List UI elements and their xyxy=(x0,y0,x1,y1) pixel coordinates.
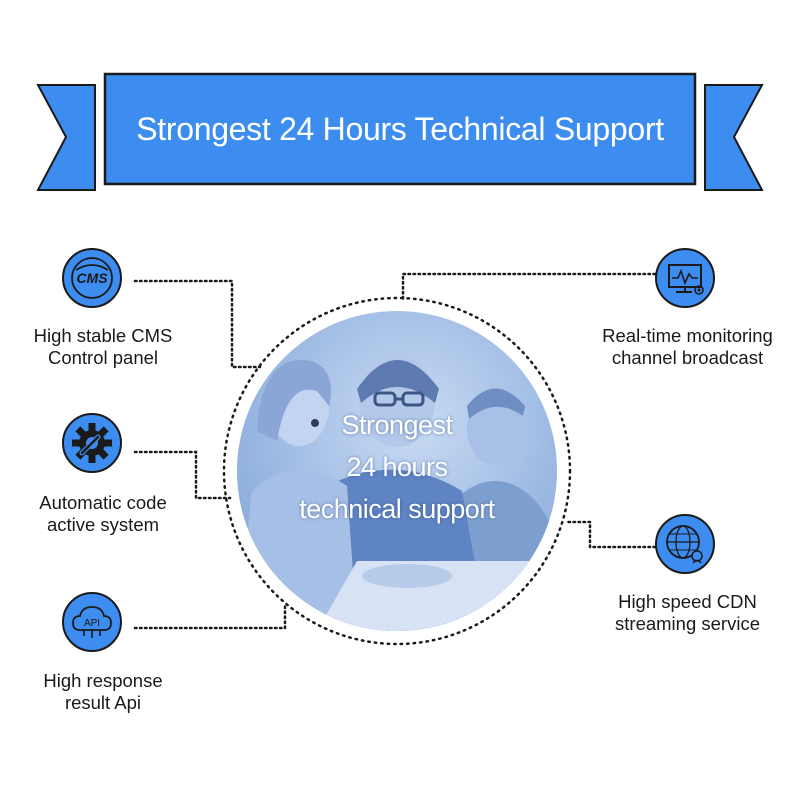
cms-icon: CMS xyxy=(62,248,122,308)
feature-cms-line-2: Control panel xyxy=(47,347,159,368)
center-caption: Strongest 24 hours technical support xyxy=(237,404,557,530)
center-line-1: Strongest xyxy=(341,410,453,440)
feature-label-cdn: High speed CDN streaming service xyxy=(585,591,790,635)
center-dotted-ring xyxy=(222,296,572,646)
center-line-3: technical support xyxy=(299,494,495,524)
center-line-2: 24 hours xyxy=(346,452,448,482)
center-photo xyxy=(237,311,557,631)
globe-network-icon xyxy=(655,514,715,574)
monitor-pulse-icon xyxy=(655,248,715,308)
feature-label-cms: High stable CMS Control panel xyxy=(8,325,198,369)
connector-monitor xyxy=(401,272,657,302)
feature-label-monitor: Real-time monitoring channel broadcast xyxy=(585,325,790,369)
banner-left-tail xyxy=(36,84,96,191)
feature-monitor-line-1: Real-time monitoring xyxy=(602,325,773,346)
feature-cdn-line-1: High speed CDN xyxy=(618,591,757,612)
feature-monitor-line-2: channel broadcast xyxy=(611,347,764,368)
svg-text:CMS: CMS xyxy=(76,270,108,286)
feature-label-code: Automatic code active system xyxy=(8,492,198,536)
feature-code-line-1: Automatic code xyxy=(39,492,167,513)
connector-api xyxy=(133,604,287,630)
connector-cdn xyxy=(563,520,657,549)
connector-cms xyxy=(133,279,262,369)
feature-label-api: High response result Api xyxy=(8,670,198,714)
api-cloud-icon: API xyxy=(62,592,122,652)
connector-code xyxy=(133,450,232,500)
feature-cms-line-1: High stable CMS xyxy=(33,325,173,346)
banner-title: Strongest 24 Hours Technical Support xyxy=(136,110,664,147)
banner-right-tail xyxy=(704,84,764,191)
banner-ribbon xyxy=(36,72,764,191)
feature-code-line-2: active system xyxy=(46,514,160,535)
api-icon-text: API xyxy=(84,618,100,629)
gear-wrench-icon xyxy=(62,413,122,473)
feature-api-line-1: High response xyxy=(43,670,163,691)
banner-body xyxy=(103,72,697,186)
feature-api-line-2: result Api xyxy=(64,692,142,713)
feature-cdn-line-2: streaming service xyxy=(615,613,760,634)
